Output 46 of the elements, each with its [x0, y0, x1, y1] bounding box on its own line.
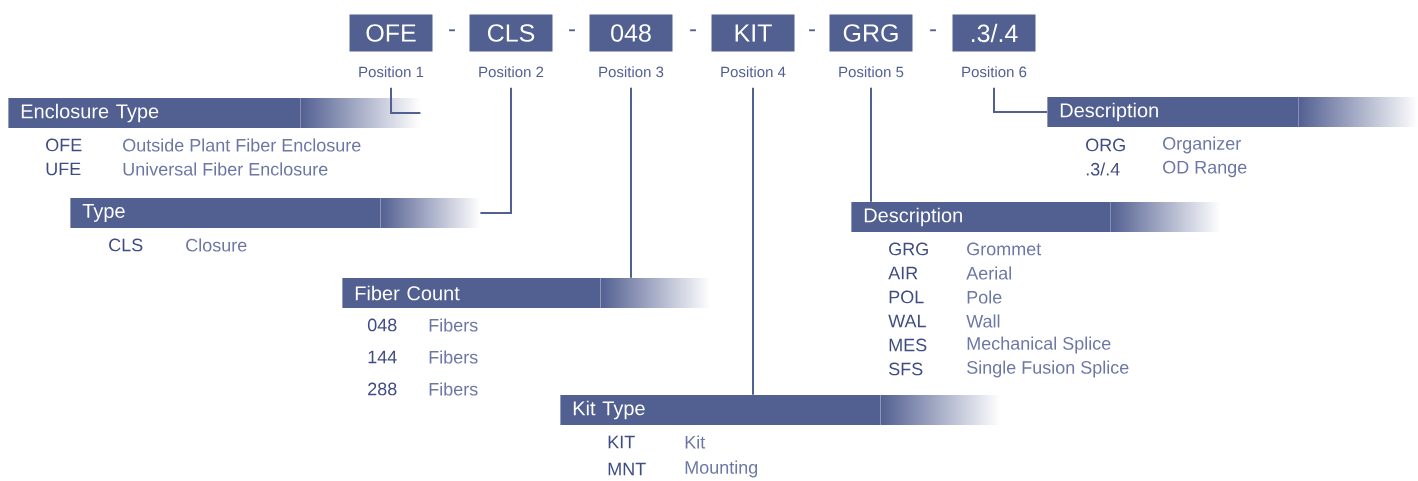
description-text: Fibers [429, 382, 478, 396]
header-band: Type [70, 198, 481, 228]
code-text: WAL [888, 314, 926, 328]
description-text: Mounting [685, 460, 758, 478]
description-text: Fibers [429, 350, 478, 364]
description-text: Outside Plant Fiber Enclosure [123, 138, 361, 152]
code-box: .3/.4 [952, 14, 1036, 52]
description-text: Aerial [966, 266, 1011, 280]
code-text: ORG [1086, 138, 1125, 152]
code-text: OFE [46, 138, 82, 152]
description-text: Wall [966, 314, 1000, 328]
position-label: Position 3 [599, 66, 664, 78]
header-band: Enclosure Type [8, 98, 421, 128]
description-text: OD Range [1163, 160, 1247, 178]
description-text: Pole [967, 290, 1002, 304]
code-text: AIR [888, 266, 918, 280]
separator-dash: - [930, 29, 936, 32]
code-box: KIT [711, 14, 795, 52]
separator-dash: - [569, 29, 575, 32]
header-band: Description [851, 202, 1221, 232]
code-text: 144 [368, 350, 397, 364]
position-label: Position 2 [479, 66, 544, 78]
description-text: Mechanical Splice [967, 336, 1111, 354]
code-box: CLS [469, 14, 553, 52]
position-label: Position 5 [839, 66, 904, 78]
description-text: Universal Fiber Enclosure [123, 162, 328, 176]
separator-dash: - [690, 29, 696, 32]
code-box: 048 [589, 14, 673, 52]
code-text: .3/.4 [1086, 162, 1120, 176]
code-text: MNT [608, 462, 646, 476]
separator-dash: - [809, 29, 815, 32]
code-text: POL [889, 290, 924, 304]
header-band: Kit Type [560, 395, 1001, 425]
description-text: Single Fusion Splice [967, 360, 1129, 378]
header-band: Description [1047, 97, 1418, 127]
position-label: Position 1 [359, 66, 424, 78]
code-box: OFE [349, 14, 433, 52]
position-label: Position 4 [721, 66, 786, 78]
position-label: Position 6 [962, 66, 1027, 78]
code-text: UFE [46, 162, 81, 176]
code-text: 288 [368, 382, 397, 396]
code-box: GRG [829, 14, 913, 52]
code-text: SFS [889, 362, 923, 376]
code-text: MES [889, 338, 927, 352]
separator-dash: - [449, 29, 455, 32]
header-band: Fiber Count [342, 278, 711, 308]
